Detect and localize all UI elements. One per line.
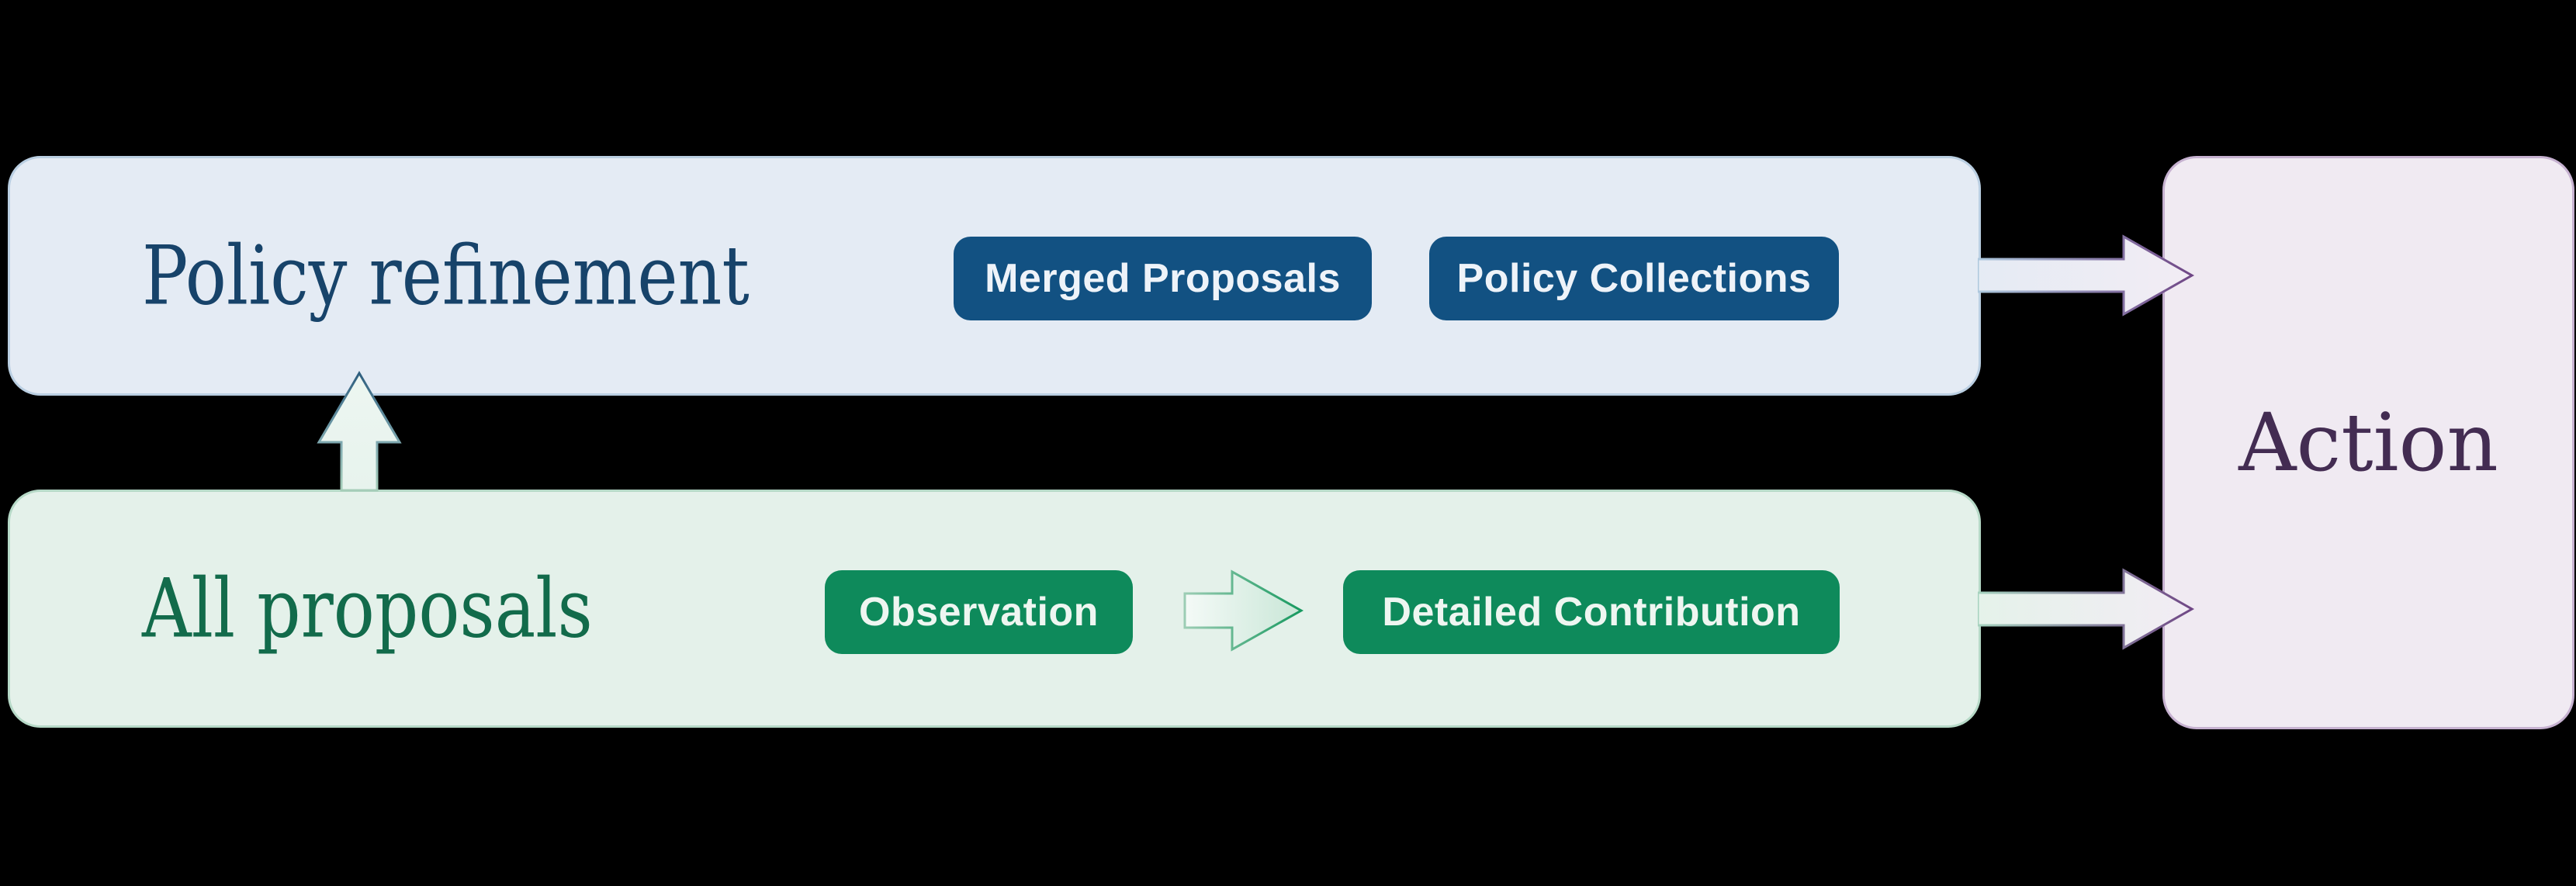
policy-refinement-title-text: Policy refinement — [142, 227, 750, 323]
all-proposals-title-text: All proposals — [142, 560, 593, 656]
up-arrow-icon — [317, 371, 402, 492]
observation-chip: Observation — [825, 570, 1133, 654]
detailed-contribution-chip: Detailed Contribution — [1343, 570, 1840, 654]
policy-refinement-lane: Policy refinement Merged Proposals Polic… — [8, 156, 1981, 396]
policy-collections-label: Policy Collections — [1456, 256, 1812, 301]
right-arrow-icon — [1183, 569, 1304, 652]
all-proposals-lane: All proposals Observation Detailed Contr… — [8, 490, 1981, 728]
merged-proposals-label: Merged Proposals — [985, 256, 1341, 301]
detailed-contribution-label: Detailed Contribution — [1382, 590, 1801, 635]
proposals-to-action-arrow-icon — [1978, 568, 2195, 650]
merged-proposals-chip: Merged Proposals — [954, 237, 1372, 320]
policy-collections-chip: Policy Collections — [1429, 237, 1839, 320]
action-node: Action — [2162, 156, 2574, 729]
observation-label: Observation — [859, 590, 1099, 635]
all-proposals-title: All proposals — [142, 560, 678, 656]
action-title: Action — [2238, 396, 2498, 490]
policy-to-action-arrow-icon — [1978, 234, 2195, 317]
policy-refinement-title: Policy refinement — [142, 227, 865, 323]
